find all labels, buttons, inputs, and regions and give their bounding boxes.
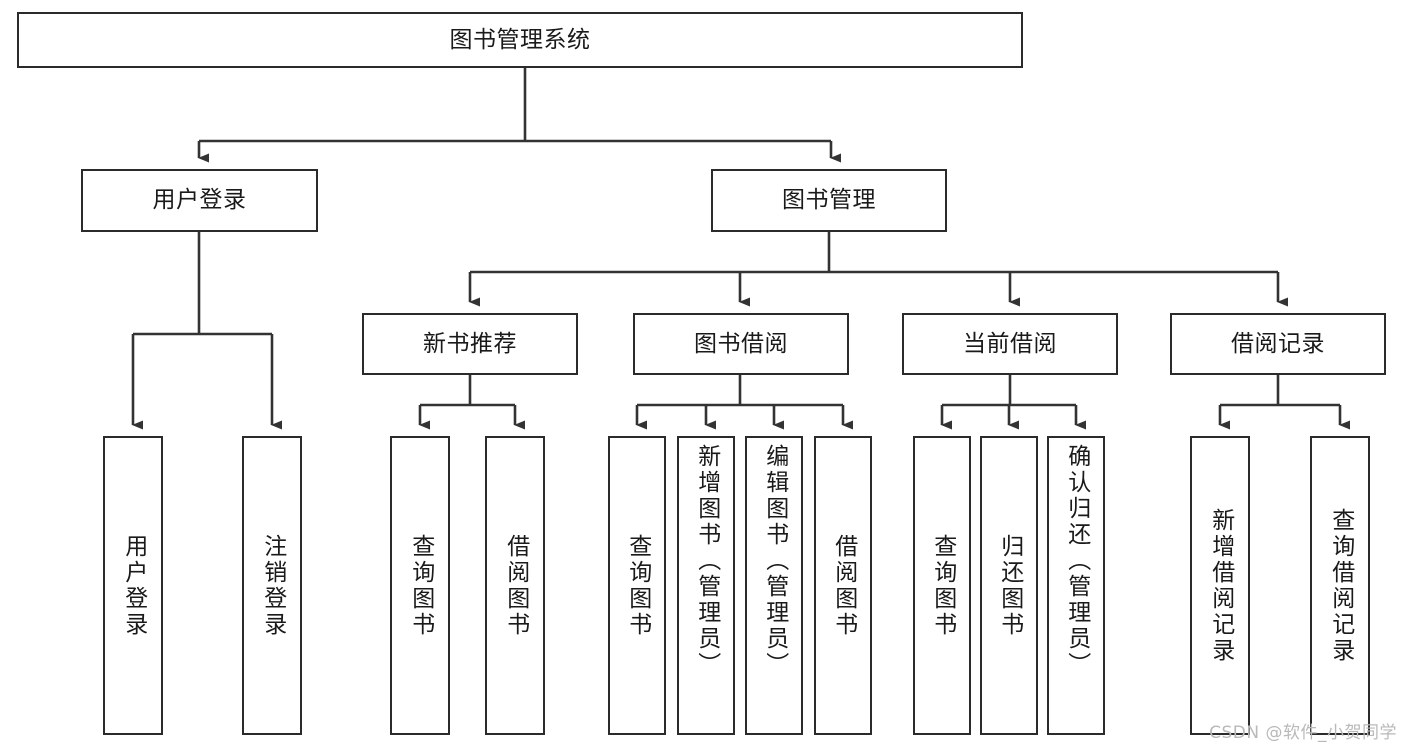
leaf-recommend-query-book[interactable]: 查询图书 xyxy=(390,436,450,735)
leaf-current-query-book[interactable]: 查询图书 xyxy=(913,436,971,735)
leaf-label: 归还图书 xyxy=(996,533,1023,638)
leaf-label: 用户登录 xyxy=(120,533,147,638)
node-root[interactable]: 图书管理系统 xyxy=(17,12,1023,68)
node-book-borrow-label: 图书借阅 xyxy=(694,330,788,357)
node-new-book-recommend[interactable]: 新书推荐 xyxy=(362,313,578,375)
watermark-text: CSDN @软件_小贺同学 xyxy=(1209,723,1397,743)
node-book-borrow[interactable]: 图书借阅 xyxy=(633,313,849,375)
leaf-borrow-query-book[interactable]: 查询图书 xyxy=(608,436,666,735)
leaf-label: 查询借阅记录 xyxy=(1327,507,1354,664)
leaf-current-confirm-return-admin[interactable]: 确认归还（管理员） xyxy=(1047,436,1105,735)
leaf-recommend-borrow-book[interactable]: 借阅图书 xyxy=(485,436,545,735)
leaf-label: 借阅图书 xyxy=(830,533,857,638)
node-root-label: 图书管理系统 xyxy=(449,26,591,53)
leaf-user-login-login[interactable]: 用户登录 xyxy=(103,436,163,735)
leaf-borrow-borrow-book[interactable]: 借阅图书 xyxy=(814,436,872,735)
leaf-label: 查询图书 xyxy=(929,533,956,638)
leaf-label: 确认归还（管理员） xyxy=(1063,444,1090,678)
leaf-borrow-add-book-admin[interactable]: 新增图书（管理员） xyxy=(677,436,735,735)
node-borrow-record-label: 借阅记录 xyxy=(1231,330,1325,357)
leaf-current-return-book[interactable]: 归还图书 xyxy=(980,436,1038,735)
leaf-label: 新增借阅记录 xyxy=(1207,507,1234,664)
leaf-borrow-edit-book-admin[interactable]: 编辑图书（管理员） xyxy=(745,436,803,735)
node-current-borrow[interactable]: 当前借阅 xyxy=(902,313,1118,375)
leaf-label: 查询图书 xyxy=(407,533,434,638)
node-book-management-label: 图书管理 xyxy=(782,187,876,214)
node-new-book-recommend-label: 新书推荐 xyxy=(423,330,517,357)
node-borrow-record[interactable]: 借阅记录 xyxy=(1170,313,1386,375)
node-user-login[interactable]: 用户登录 xyxy=(81,169,318,232)
leaf-record-add-record[interactable]: 新增借阅记录 xyxy=(1190,436,1250,735)
leaf-label: 新增图书（管理员） xyxy=(693,444,720,678)
leaf-label: 查询图书 xyxy=(624,533,651,638)
leaf-label: 注销登录 xyxy=(259,533,286,638)
node-user-login-label: 用户登录 xyxy=(152,187,247,214)
node-book-management[interactable]: 图书管理 xyxy=(711,169,947,232)
leaf-label: 编辑图书（管理员） xyxy=(761,444,788,678)
leaf-record-query-record[interactable]: 查询借阅记录 xyxy=(1310,436,1370,735)
leaf-user-login-logout[interactable]: 注销登录 xyxy=(242,436,302,735)
node-current-borrow-label: 当前借阅 xyxy=(963,330,1057,357)
leaf-label: 借阅图书 xyxy=(502,533,529,638)
